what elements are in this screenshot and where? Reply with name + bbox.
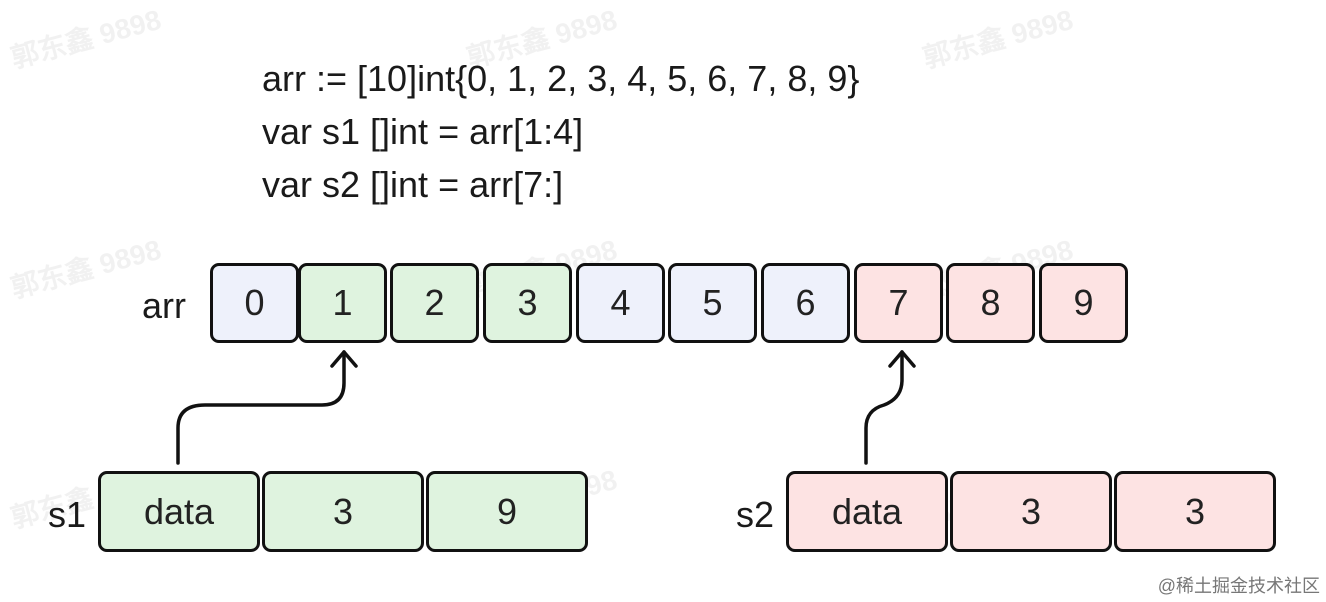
arr-cell: 1 <box>298 263 387 343</box>
arr-cell: 5 <box>668 263 757 343</box>
arr-cell: 7 <box>854 263 943 343</box>
s1-data-field: data <box>98 471 260 552</box>
s1-len-field: 3 <box>262 471 424 552</box>
arr-cell: 4 <box>576 263 665 343</box>
arr-cell: 3 <box>483 263 572 343</box>
s1-label: s1 <box>48 494 87 535</box>
arr-cell: 2 <box>390 263 479 343</box>
s2-pointer-arrow <box>864 350 904 465</box>
arr-cell: 6 <box>761 263 850 343</box>
code-line: var s2 []int = arr[7:] <box>262 164 564 205</box>
s1-cap-field: 9 <box>426 471 588 552</box>
s2-arrowhead <box>888 350 916 368</box>
s1-pointer-arrow <box>176 350 346 465</box>
arr-cell: 8 <box>946 263 1035 343</box>
s2-label: s2 <box>736 494 775 535</box>
s1-arrowhead <box>330 350 358 368</box>
arr-cell: 9 <box>1039 263 1128 343</box>
code-line: var s1 []int = arr[1:4] <box>262 111 584 152</box>
s2-data-field: data <box>786 471 948 552</box>
s2-len-field: 3 <box>950 471 1112 552</box>
source-credit: @稀土掘金技术社区 <box>1157 576 1320 596</box>
code-line: arr := [10]int{0, 1, 2, 3, 4, 5, 6, 7, 8… <box>262 58 860 99</box>
arr-label: arr <box>142 285 186 326</box>
code-block: arr := [10]int{0, 1, 2, 3, 4, 5, 6, 7, 8… <box>262 52 859 211</box>
s2-cap-field: 3 <box>1114 471 1276 552</box>
arr-cell: 0 <box>210 263 299 343</box>
